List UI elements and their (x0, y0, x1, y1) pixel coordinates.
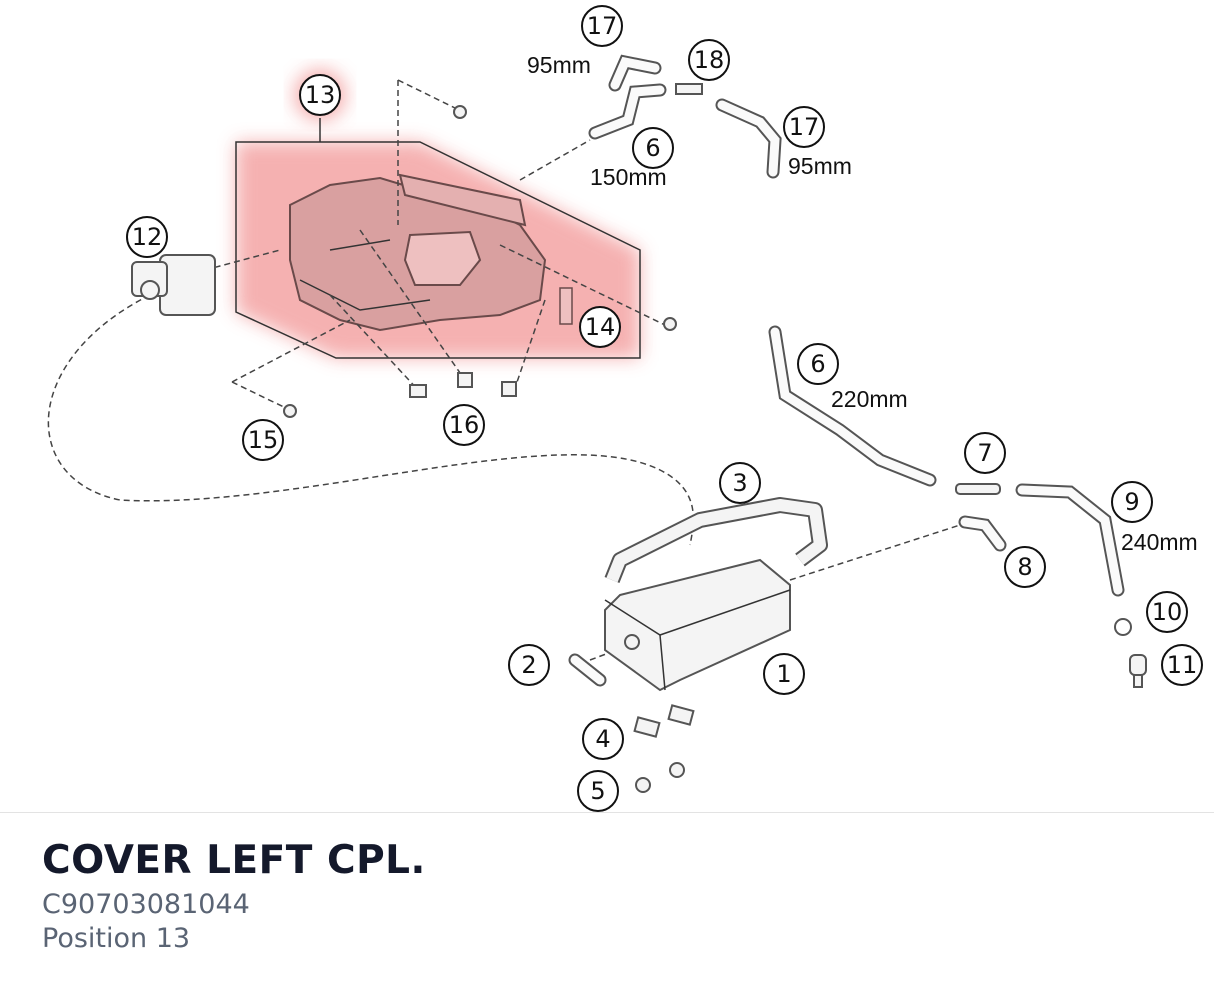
svg-text:16: 16 (449, 411, 480, 439)
exploded-parts-diagram: 17 18 17 6 13 12 14 6 15 16 7 3 9 8 10 2… (47, 5, 1203, 812)
svg-text:8: 8 (1017, 553, 1032, 581)
callout-17a[interactable]: 17 (581, 5, 623, 47)
callout-1[interactable]: 1 (763, 653, 805, 695)
svg-text:10: 10 (1152, 598, 1183, 626)
canister-part-1[interactable] (604, 558, 791, 692)
svg-text:14: 14 (585, 313, 616, 341)
dimension-label-9: 240mm (1121, 529, 1198, 555)
svg-text:18: 18 (694, 46, 725, 74)
svg-text:6: 6 (645, 134, 660, 162)
screws (283, 83, 703, 418)
svg-text:15: 15 (248, 426, 279, 454)
small-hardware (633, 483, 1147, 793)
svg-text:6: 6 (810, 350, 825, 378)
svg-text:2: 2 (521, 651, 536, 679)
dimension-label-6a: 150mm (590, 164, 667, 190)
callout-17b[interactable]: 17 (783, 106, 825, 148)
callout-9[interactable]: 9 (1111, 481, 1153, 523)
svg-text:1: 1 (776, 660, 791, 688)
svg-text:9: 9 (1124, 488, 1139, 516)
part-info: COVER LEFT CPL. C90703081044 Position 13 (42, 838, 426, 956)
callout-3[interactable]: 3 (719, 462, 761, 504)
callout-7[interactable]: 7 (964, 432, 1006, 474)
callout-4[interactable]: 4 (582, 718, 624, 760)
svg-text:3: 3 (732, 469, 747, 497)
callout-12[interactable]: 12 (126, 216, 168, 258)
svg-text:4: 4 (595, 725, 610, 753)
callout-2[interactable]: 2 (508, 644, 550, 686)
part-position: Position 13 (42, 923, 191, 954)
dimension-label-17a: 95mm (527, 52, 591, 78)
dimension-label-17b: 95mm (788, 153, 852, 179)
footer-divider (0, 812, 1214, 813)
callout-6b[interactable]: 6 (797, 343, 839, 385)
svg-text:17: 17 (789, 113, 820, 141)
callout-14[interactable]: 14 (579, 306, 621, 348)
callout-6a[interactable]: 6 (632, 127, 674, 169)
bracket-part-3[interactable] (604, 497, 828, 583)
callout-8[interactable]: 8 (1004, 546, 1046, 588)
valve-part-12[interactable] (131, 254, 216, 316)
callout-15[interactable]: 15 (242, 419, 284, 461)
callout-13[interactable]: 13 (299, 74, 341, 116)
leader-lines (47, 79, 961, 661)
svg-text:5: 5 (590, 777, 605, 805)
callout-11[interactable]: 11 (1161, 644, 1203, 686)
svg-text:12: 12 (132, 223, 163, 251)
callout-16[interactable]: 16 (443, 404, 485, 446)
svg-text:17: 17 (587, 12, 618, 40)
callout-10[interactable]: 10 (1146, 591, 1188, 633)
part-title: COVER LEFT CPL. (42, 838, 426, 883)
callout-5[interactable]: 5 (577, 770, 619, 812)
svg-text:11: 11 (1167, 651, 1198, 679)
svg-text:13: 13 (305, 81, 336, 109)
dimension-label-6b: 220mm (831, 386, 908, 412)
cover-left-part[interactable] (289, 173, 573, 332)
part-number: C90703081044 (42, 889, 250, 920)
callout-18[interactable]: 18 (688, 39, 730, 81)
svg-text:7: 7 (977, 439, 992, 467)
hoses (568, 54, 1125, 687)
